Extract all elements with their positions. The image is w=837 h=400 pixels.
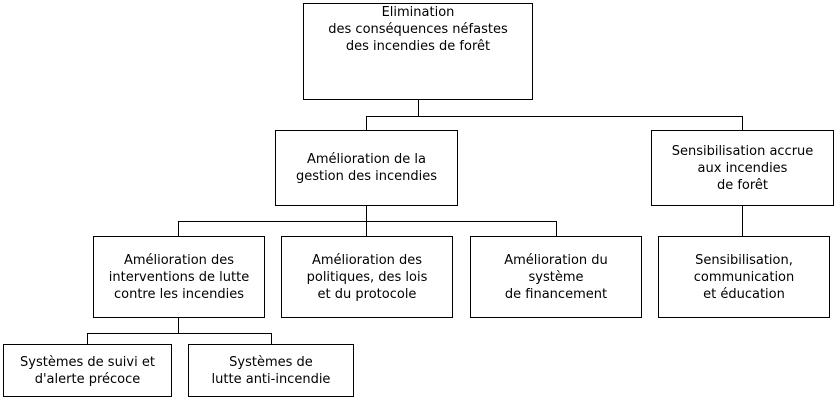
node-box-level-4[interactable]: Systèmes de lutte anti-incendie [188,344,354,397]
connector-drop [556,221,557,236]
connector-bus-horizontal [87,333,271,334]
connector-drop [742,116,743,130]
connector-drop [87,333,88,344]
node-box-level-3[interactable]: Sensibilisation, communication et éducat… [658,236,830,318]
node-label: Amélioration du système de financement [504,252,608,302]
node-label: Sensibilisation, communication et éducat… [693,252,795,302]
node-box-level-4[interactable]: Systèmes de suivi et d'alerte précoce [3,344,172,397]
node-box-level-3[interactable]: Amélioration du système de financement [470,236,642,318]
connector-drop [178,221,179,236]
node-box-level-3[interactable]: Amélioration des politiques, des lois et… [281,236,453,318]
node-box-level-1[interactable]: Elimination des conséquences néfastes de… [303,3,533,100]
connector-stem-down [366,206,367,221]
node-label: Amélioration de la gestion des incendies [295,152,438,184]
connector-stem-down [742,206,743,236]
node-box-level-2[interactable]: Amélioration de la gestion des incendies [275,130,458,206]
node-label: Amélioration des interventions de lutte … [108,252,250,302]
node-box-level-3[interactable]: Amélioration des interventions de lutte … [93,236,265,318]
node-box-level-2[interactable]: Sensibilisation accrue aux incendies de … [651,130,834,206]
connector-bus-horizontal [178,221,557,222]
connector-stem-down [178,318,179,333]
node-label: Systèmes de lutte anti-incendie [211,354,331,387]
connector-bus-horizontal [366,116,743,117]
node-label: Systèmes de suivi et d'alerte précoce [20,354,155,387]
node-label: Elimination des conséquences néfastes de… [328,5,508,54]
node-label: Amélioration des politiques, des lois et… [306,252,428,302]
connector-stem-down [418,100,419,116]
connector-drop [366,116,367,130]
node-label: Sensibilisation accrue aux incendies de … [671,143,814,193]
connector-drop [366,221,367,236]
connector-drop [271,333,272,344]
